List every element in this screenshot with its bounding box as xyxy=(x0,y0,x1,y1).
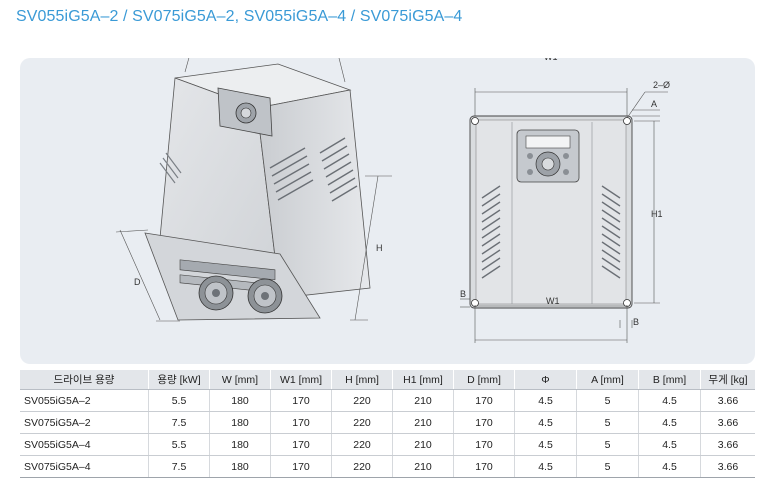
cell: 3.66 xyxy=(700,389,755,412)
cell: 170 xyxy=(270,411,332,434)
cell: 170 xyxy=(453,411,515,434)
col-header: 무게 [kg] xyxy=(700,370,755,390)
page-title: SV055iG5A–2 / SV075iG5A–2, SV055iG5A–4 /… xyxy=(16,8,463,25)
cell: 3.66 xyxy=(700,455,755,478)
cell: 220 xyxy=(331,389,393,412)
col-header: Φ xyxy=(514,370,577,390)
cell: 220 xyxy=(331,433,393,456)
table-row: SV055iG5A–4 5.5 180 170 220 210 170 4.5 … xyxy=(20,433,755,456)
label-a: A xyxy=(651,99,657,109)
cell: 170 xyxy=(270,389,332,412)
front-view xyxy=(460,88,668,343)
cell: 3.66 xyxy=(700,411,755,434)
cell: 4.5 xyxy=(514,433,577,456)
label-b-left: B xyxy=(460,289,466,299)
col-header: W1 [mm] xyxy=(270,370,332,390)
cell: 5.5 xyxy=(148,389,210,412)
table-row: SV055iG5A–2 5.5 180 170 220 210 170 4.5 … xyxy=(20,389,755,412)
col-header: 드라이브 용량 xyxy=(20,370,149,390)
table-row: SV075iG5A–4 7.5 180 170 220 210 170 4.5 … xyxy=(20,455,755,478)
label-2-phi: 2–Ø xyxy=(653,80,670,90)
cell: 170 xyxy=(453,389,515,412)
cell: 4.5 xyxy=(638,389,701,412)
cell: 170 xyxy=(453,433,515,456)
cell: 210 xyxy=(392,411,454,434)
col-header: A [mm] xyxy=(576,370,639,390)
cell: 5 xyxy=(576,389,639,412)
cell: 5 xyxy=(576,411,639,434)
cell: 5.5 xyxy=(148,433,210,456)
cell: 4.5 xyxy=(638,433,701,456)
cell: 170 xyxy=(270,455,332,478)
cell: 4.5 xyxy=(638,455,701,478)
isometric-view xyxy=(115,58,392,322)
cell: 7.5 xyxy=(148,411,210,434)
label-h: H xyxy=(376,243,383,253)
cell: 180 xyxy=(209,389,271,412)
cell: 170 xyxy=(453,455,515,478)
label-h1: H1 xyxy=(651,209,663,219)
cell: 220 xyxy=(331,411,393,434)
cell: SV075iG5A–4 xyxy=(20,455,149,478)
label-d: D xyxy=(134,277,141,287)
table-row: SV075iG5A–2 7.5 180 170 220 210 170 4.5 … xyxy=(20,411,755,434)
cell: 170 xyxy=(270,433,332,456)
cell: 3.66 xyxy=(700,433,755,456)
cell: 210 xyxy=(392,433,454,456)
col-header: H [mm] xyxy=(331,370,393,390)
dimension-drawing: W H D xyxy=(115,58,670,343)
col-header: W [mm] xyxy=(209,370,271,390)
fan-icon xyxy=(198,275,234,311)
col-header: 용량 [kW] xyxy=(148,370,210,390)
cell: 180 xyxy=(209,433,271,456)
cell: 180 xyxy=(209,411,271,434)
cell: SV055iG5A–4 xyxy=(20,433,149,456)
cell: 5 xyxy=(576,433,639,456)
cell: 180 xyxy=(209,455,271,478)
cell: 5 xyxy=(576,455,639,478)
drawing-panel: W H D xyxy=(20,58,755,364)
col-header: H1 [mm] xyxy=(392,370,454,390)
fan-icon xyxy=(247,278,283,314)
cell: SV075iG5A–2 xyxy=(20,411,149,434)
label-w1-bottom: W1 xyxy=(546,296,560,306)
cell: 4.5 xyxy=(514,389,577,412)
cell: 4.5 xyxy=(638,411,701,434)
cell: 7.5 xyxy=(148,455,210,478)
label-b-right: B xyxy=(633,317,639,327)
cell: 210 xyxy=(392,455,454,478)
col-header: D [mm] xyxy=(453,370,515,390)
cell: SV055iG5A–2 xyxy=(20,389,149,412)
cell: 210 xyxy=(392,389,454,412)
cell: 220 xyxy=(331,455,393,478)
cell: 4.5 xyxy=(514,411,577,434)
table-header-row: 드라이브 용량 용량 [kW] W [mm] W1 [mm] H [mm] H1… xyxy=(20,370,755,390)
spec-table: 드라이브 용량 용량 [kW] W [mm] W1 [mm] H [mm] H1… xyxy=(20,370,755,478)
cell: 4.5 xyxy=(514,455,577,478)
label-w1-top: W1 xyxy=(544,58,558,62)
col-header: B [mm] xyxy=(638,370,701,390)
